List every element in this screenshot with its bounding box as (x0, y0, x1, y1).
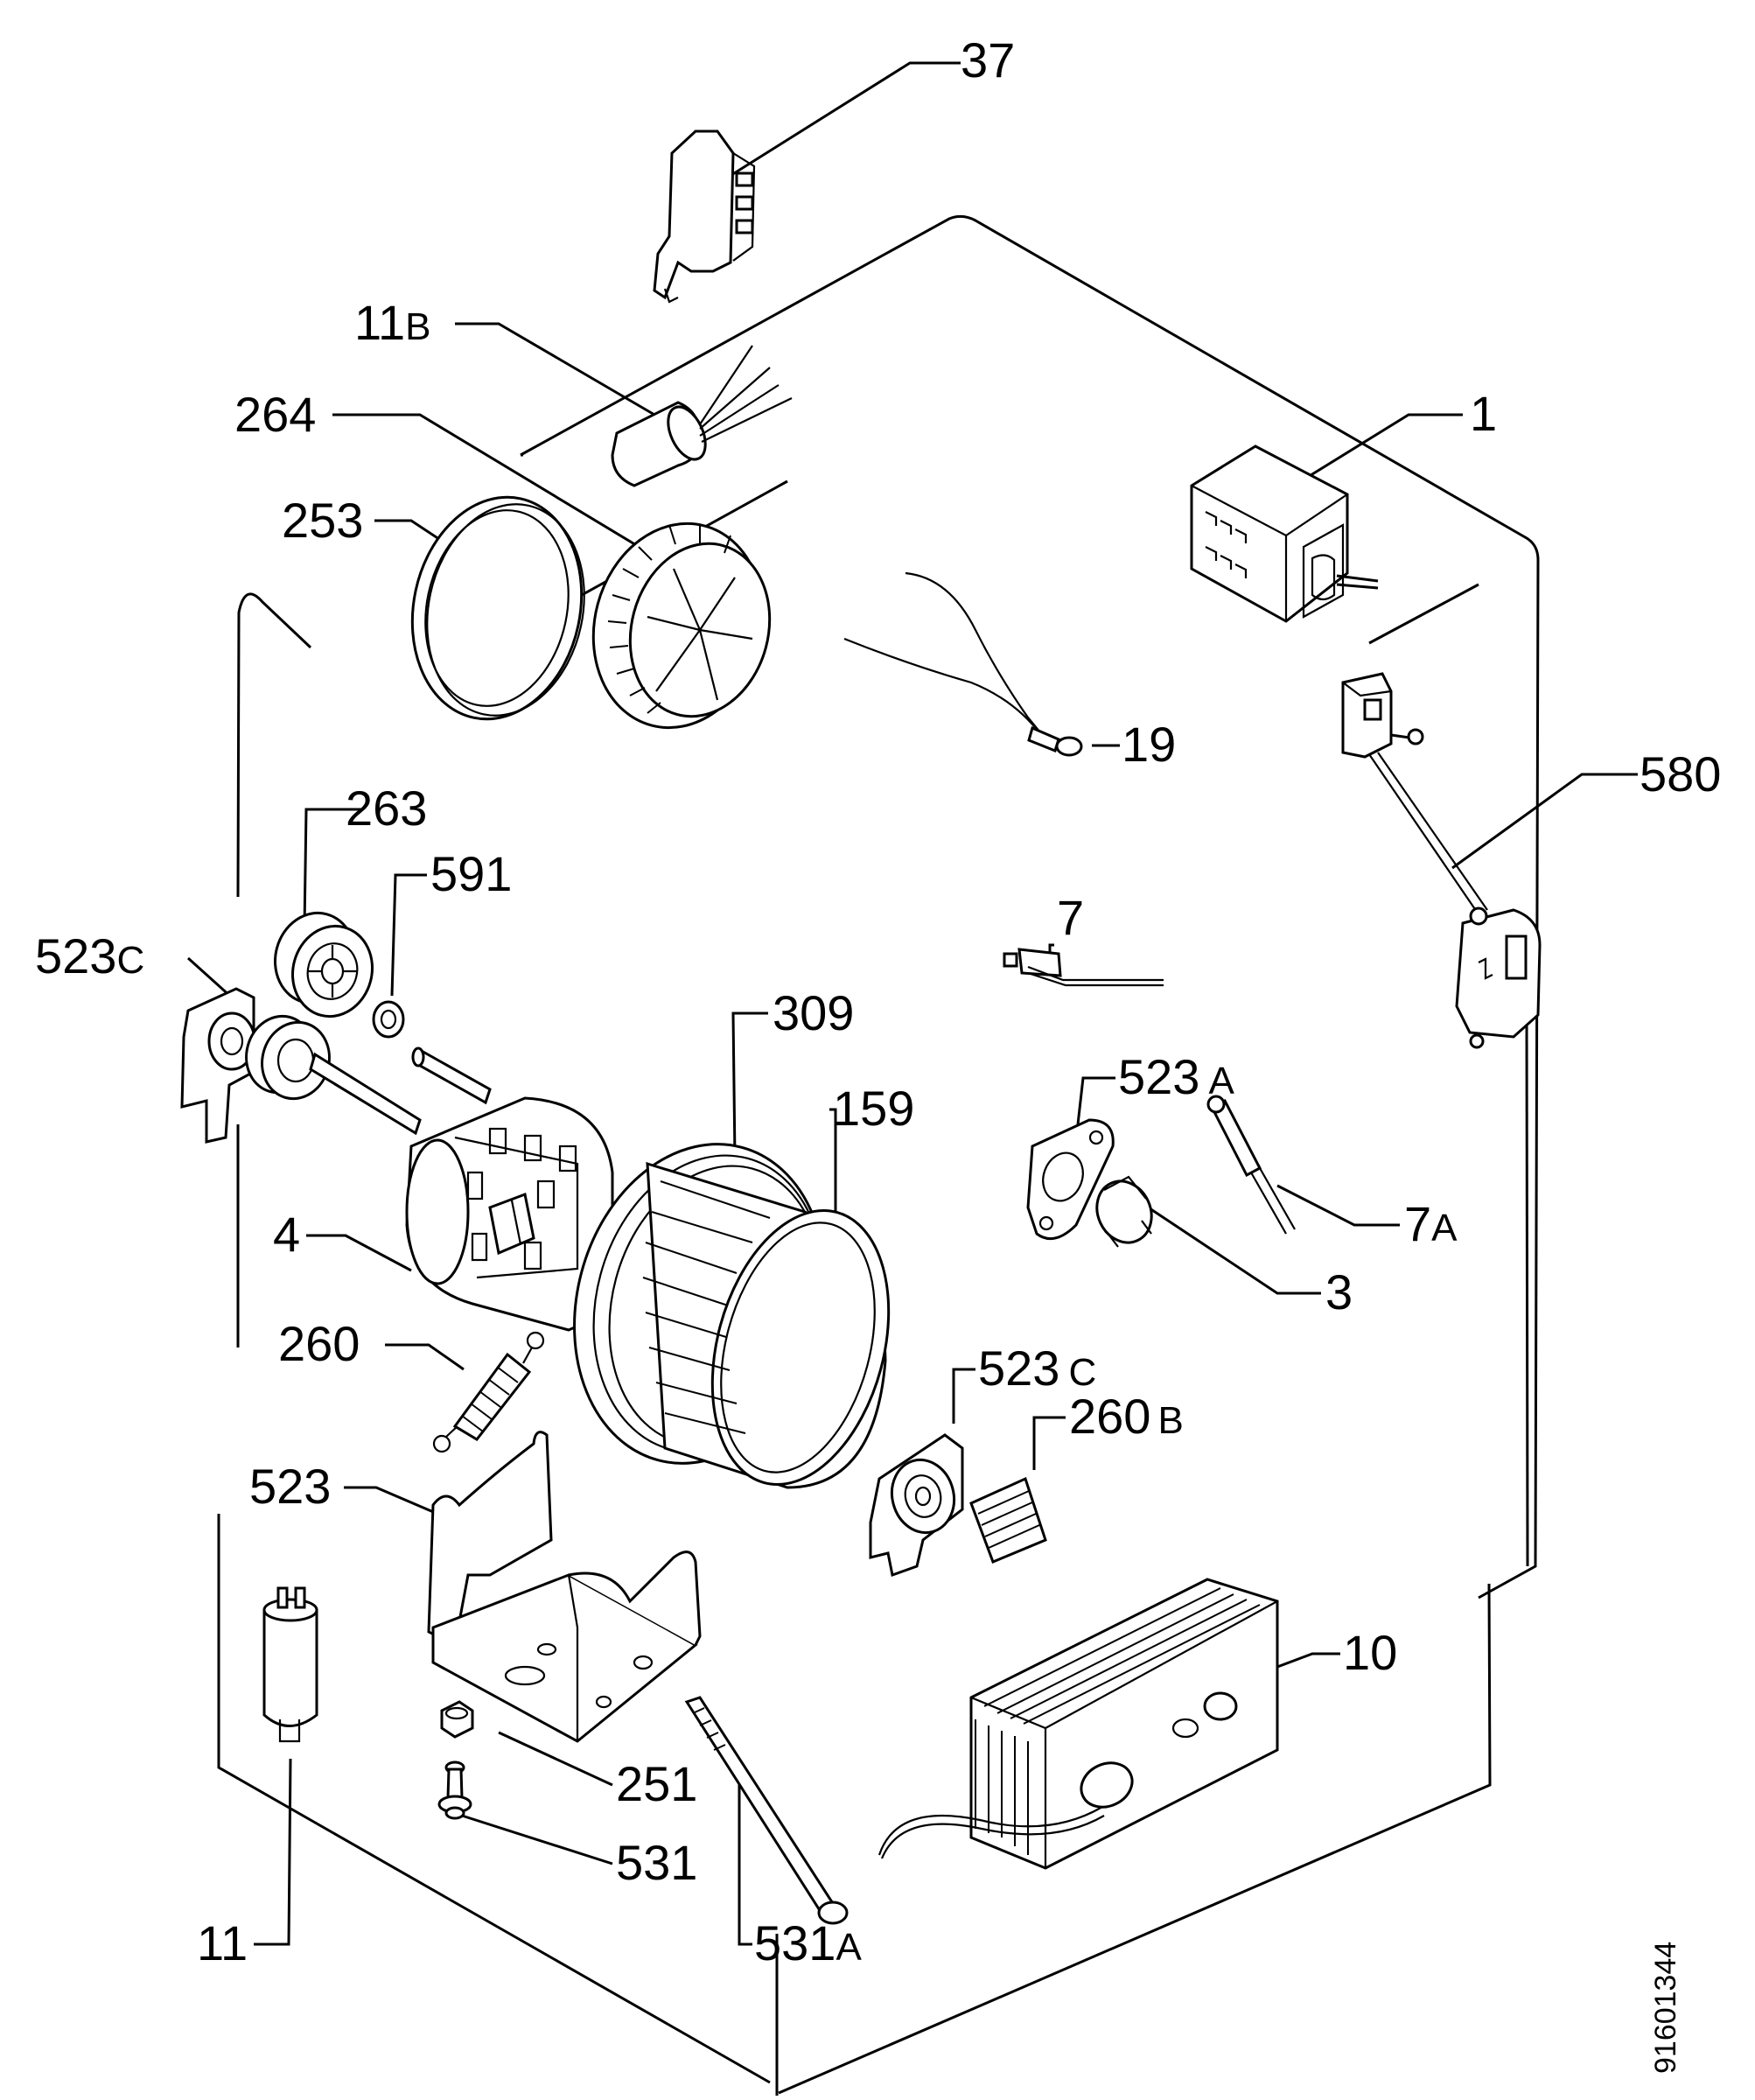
part-159-drum-cylinder (642, 1161, 891, 1489)
callout-4: 4 (273, 1207, 300, 1262)
part-591-washer (372, 1000, 405, 1039)
part-251-nut (440, 1700, 474, 1739)
motor-shaft (309, 1046, 492, 1136)
callout-531A: 531A (754, 1915, 862, 1970)
callout-11: 11 (197, 1915, 248, 1970)
callout-1: 1 (1470, 386, 1497, 441)
part-260B-spring (969, 1476, 1047, 1564)
part-10-heater (878, 1578, 1279, 1870)
callout-159: 159 (833, 1081, 914, 1136)
part-531-screw (437, 1760, 472, 1820)
part-523C-left-bearing-bracket (180, 987, 331, 1144)
part-3-thermostat (1095, 1175, 1153, 1248)
leader-lines (186, 61, 1638, 1946)
callout-251: 251 (616, 1756, 697, 1811)
part-263-pulley (273, 911, 374, 1018)
callout-labels: 37 11B 264 1 253 19 580 263 591 7 523C (35, 32, 1721, 1970)
callout-10: 10 (1343, 1625, 1397, 1680)
part-523-motor-cradle (427, 1431, 702, 1743)
callout-531: 531 (616, 1835, 697, 1890)
part-11B-capacitor (611, 345, 793, 487)
callout-523: 523 (249, 1459, 331, 1514)
part-37-connector-bracket (653, 130, 756, 304)
part-1-timer-switch (1190, 444, 1379, 623)
callout-580: 580 (1640, 746, 1721, 802)
part-523C-right-bearing-bracket (869, 1433, 964, 1577)
callout-19: 19 (1122, 717, 1176, 772)
callout-523C-left: 523C (35, 928, 144, 984)
part-260-spring (432, 1331, 545, 1453)
part-523A-gasket (1026, 1118, 1115, 1241)
part-11-capacitor (262, 1586, 318, 1743)
callout-591: 591 (430, 846, 512, 901)
callout-7A: 7A (1404, 1196, 1458, 1251)
callout-253: 253 (282, 493, 363, 548)
part-19-temperature-sensor (843, 571, 1083, 757)
drawing-number: 91601344 (1649, 1942, 1682, 2074)
callout-7: 7 (1057, 890, 1084, 945)
callout-37: 37 (961, 32, 1015, 88)
callout-11B: 11B (354, 295, 431, 350)
part-580-switch-cable (1341, 672, 1542, 1049)
callout-3: 3 (1325, 1264, 1353, 1320)
callout-309: 309 (773, 985, 854, 1040)
part-7-micro-switch (1003, 948, 1164, 987)
part-264-fan-impeller (591, 522, 772, 730)
callout-260: 260 (278, 1316, 360, 1371)
part-531A-long-bolt (684, 1696, 849, 1925)
part-7A-sensor-probe (1206, 1095, 1296, 1235)
callout-264: 264 (234, 387, 316, 442)
part-253-seal-ring (410, 495, 585, 721)
callout-263: 263 (346, 780, 427, 836)
